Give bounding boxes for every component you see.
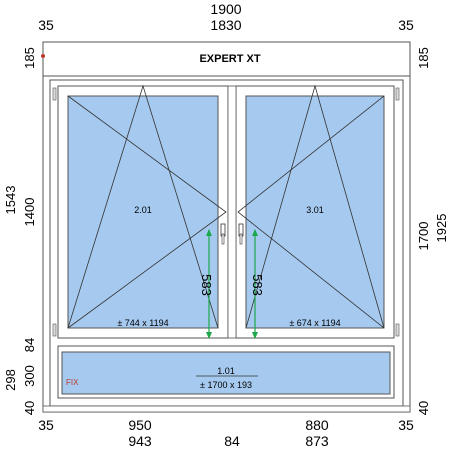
left-handle-arrow-top [206, 229, 212, 236]
left-hinge-top [52, 87, 57, 101]
dim-right-1925: 1925 [434, 214, 449, 243]
center-mullion [227, 85, 237, 339]
dim-bottom-950: 950 [128, 417, 152, 433]
dim-top-right-offset: 35 [398, 17, 414, 33]
dim-right-header: 185 [416, 47, 431, 69]
left-handle-arrow-bottom [206, 332, 212, 339]
dim-left-inner: 1400 [22, 198, 37, 227]
dim-top-total: 1900 [210, 1, 241, 17]
dim-left-outer: 1543 [3, 186, 18, 215]
left-handle-icon [220, 223, 226, 245]
dim-left-40: 40 [22, 401, 37, 415]
dim-top-inner: 1830 [210, 17, 241, 33]
header-box [42, 41, 411, 77]
header-title: EXPERT XT [199, 53, 260, 65]
dim-bottom-right-offset: 35 [398, 417, 414, 433]
fixed-panel-size: ± 1700 x 193 [200, 380, 252, 390]
right-sash-glass [245, 95, 385, 329]
left-sash-glass [67, 95, 219, 329]
dim-left-300: 300 [22, 365, 37, 387]
dim-right-1700: 1700 [416, 222, 431, 251]
right-hinge-top [395, 87, 400, 101]
dim-bottom-84: 84 [224, 433, 240, 449]
dim-bottom-left-offset: 35 [38, 417, 54, 433]
left-hinge-bottom [52, 323, 57, 337]
left-handle-height: 583 [199, 274, 214, 296]
dim-left-298: 298 [3, 369, 18, 391]
fixed-panel-type: FIX [66, 378, 79, 387]
right-handle-height: 583 [250, 274, 265, 296]
dim-bottom-880: 880 [305, 417, 329, 433]
bottom-sill [42, 405, 411, 413]
dim-bottom-943: 943 [128, 433, 152, 449]
dim-left-84: 84 [22, 338, 37, 352]
dim-bottom-873: 873 [305, 433, 329, 449]
left-sash-tilt-lines [67, 95, 227, 329]
header-marker [41, 54, 45, 58]
left-sash-label: 2.01 [134, 205, 152, 215]
dim-top-left-offset: 35 [38, 17, 54, 33]
fixed-panel-label: 1.01 [217, 366, 235, 376]
dim-right-40: 40 [416, 401, 431, 415]
left-sash-size: ± 744 x 1194 [117, 318, 168, 328]
right-sash-tilt-lines [237, 95, 385, 329]
left-sash-opening-lines [67, 84, 219, 329]
right-sash-size: ± 674 x 1194 [289, 318, 340, 328]
fixed-panel-glass [61, 351, 391, 395]
right-handle-arrow-bottom [252, 332, 258, 339]
right-handle-arrow-top [252, 229, 258, 236]
right-hinge-bottom [395, 323, 400, 337]
right-sash-opening-lines [245, 84, 385, 329]
right-handle-icon [238, 223, 244, 245]
dim-left-header: 185 [22, 47, 37, 69]
right-sash-label: 3.01 [306, 205, 324, 215]
